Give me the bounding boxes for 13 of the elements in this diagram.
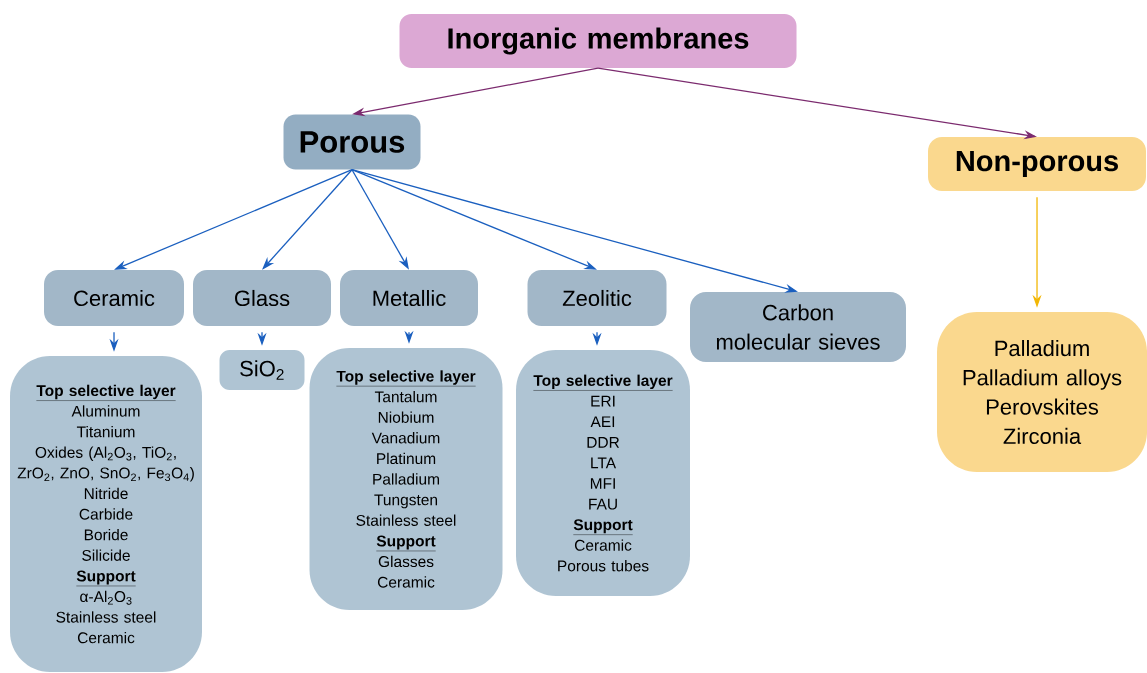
- list-box: Top selective layer Aluminum Titanium Oxides (Al$_{2}$O$_{3}$, TiO$_{2}$, ZrO$_{2}$, ZnO, SnO$_{2}$, Fe$_{3}$O$_{4}$) Nitride Carbide Boride Silicide Support α-Al$_{2}$O$_{3}$ Stainless steel Ceramic: [10, 356, 202, 672]
- category-box: Porous: [283, 114, 421, 170]
- category-box: Zeolitic: [527, 270, 667, 326]
- list-box: Top selective layer Tantalum Niobium Vanadium Platinum Palladium Tungsten Stainless steel Support Glasses Ceramic: [309, 348, 503, 610]
- category-box: Carbon molecular sieves: [690, 292, 906, 362]
- category-box: Glass: [193, 270, 331, 326]
- list-box: SiO$_{2}$: [219, 350, 305, 390]
- list-box: Palladium Palladium alloys Perovskites Zirconia: [937, 312, 1147, 472]
- category-box: Ceramic: [44, 270, 184, 326]
- category-box: Metallic: [340, 270, 478, 326]
- list-box: Top selective layer ERI AEI DDR LTA MFI FAU Support Ceramic Porous tubes: [516, 350, 690, 596]
- root-box: Inorganic membranes: [399, 14, 797, 68]
- category-box: Non-porous: [928, 137, 1146, 191]
